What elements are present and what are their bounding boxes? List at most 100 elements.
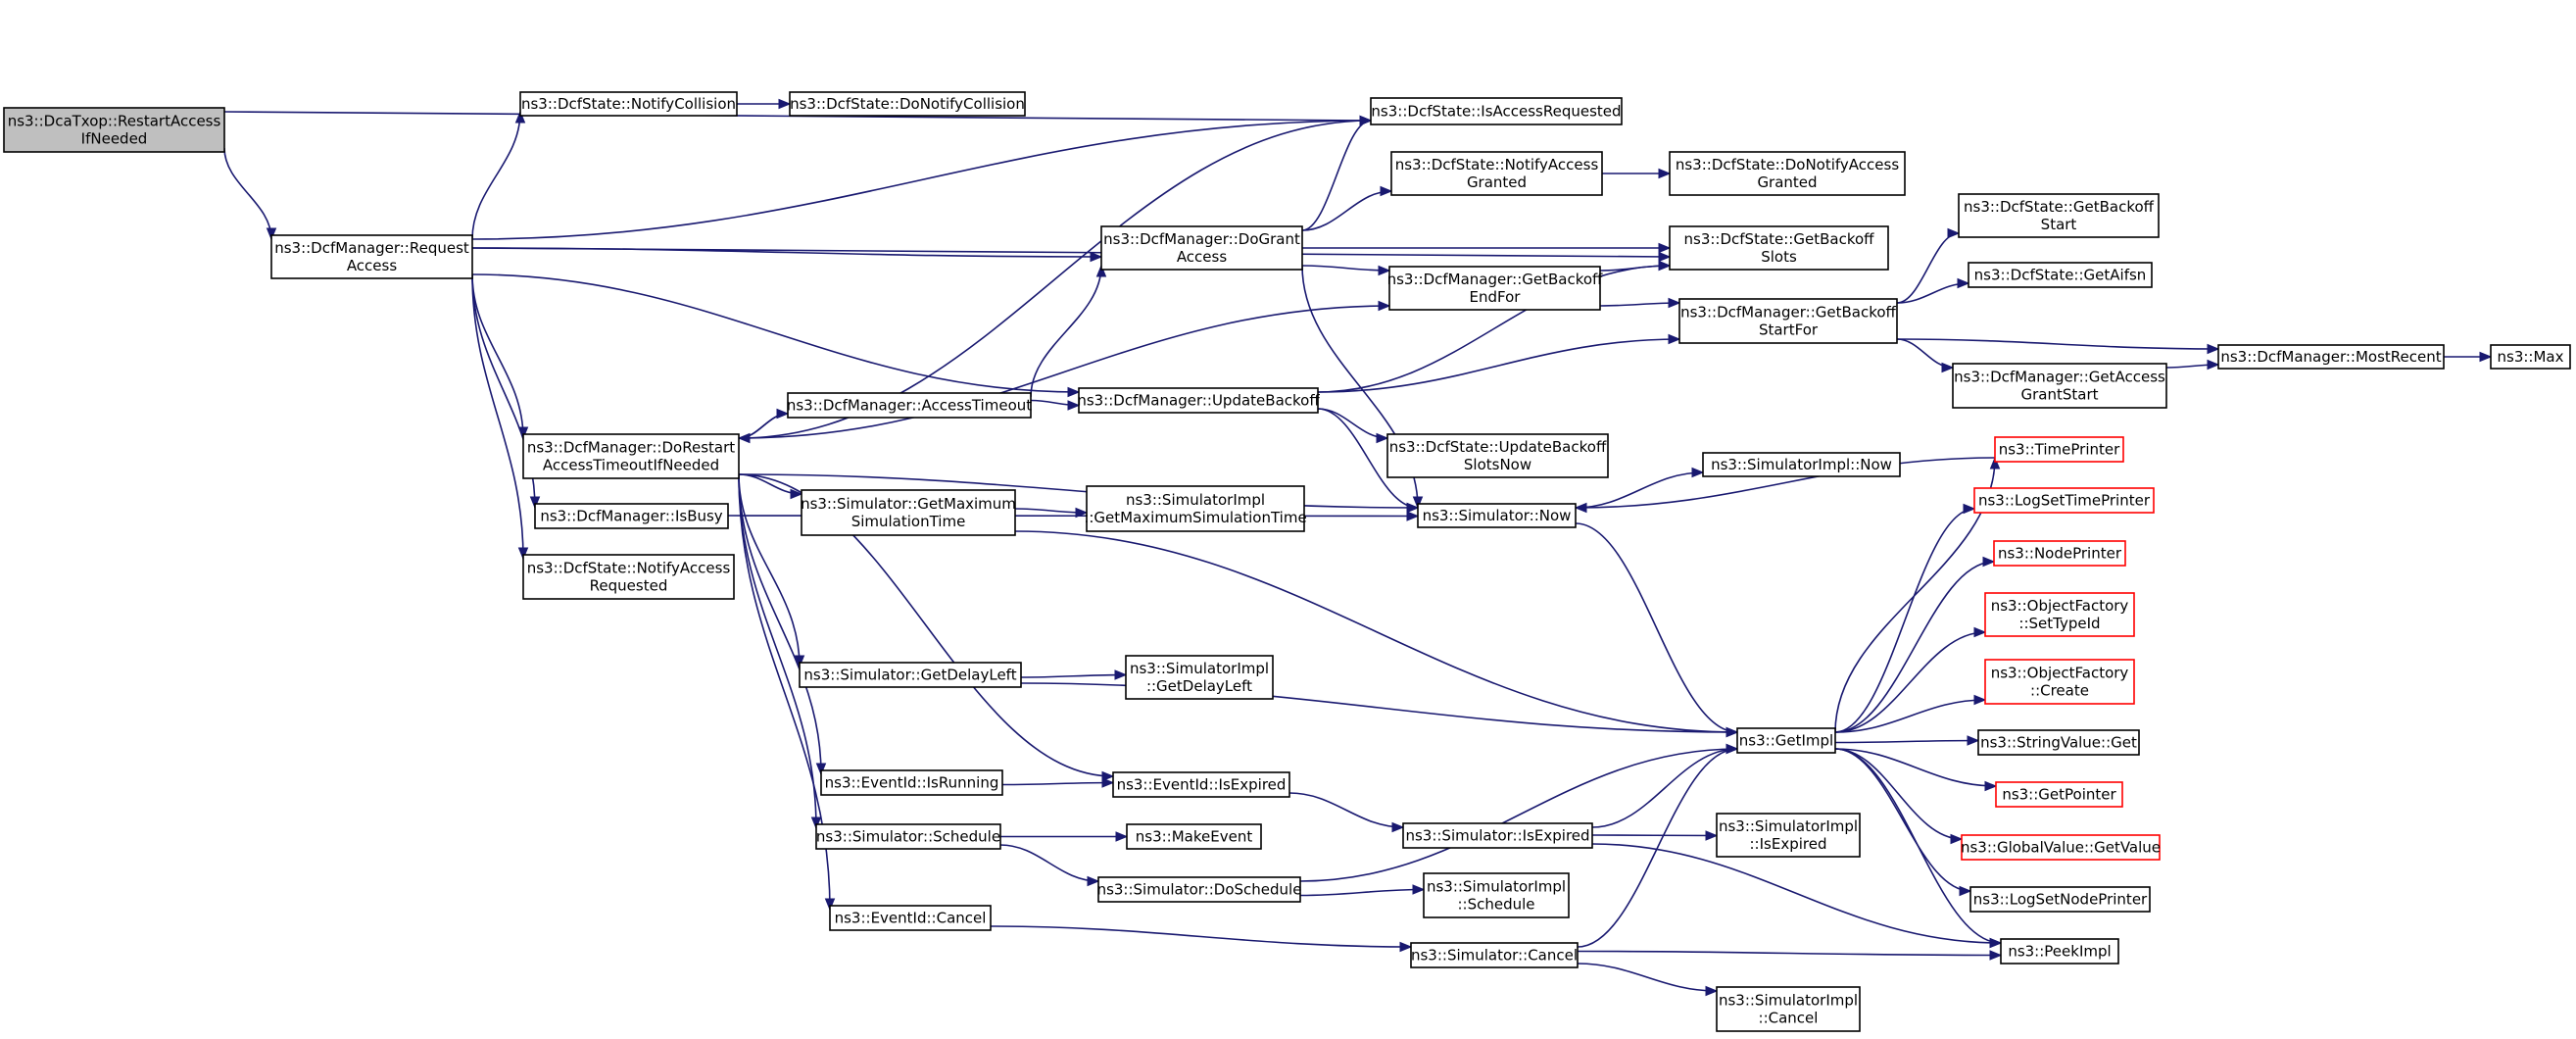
node-log-set-time-printer[interactable]: ns3::LogSetTimePrinter <box>1973 487 2155 514</box>
node-box[interactable] <box>1126 823 1262 850</box>
node-box[interactable] <box>522 554 735 600</box>
node-box[interactable] <box>1100 225 1303 271</box>
node-most-recent[interactable]: ns3::DcfManager::MostRecent <box>2217 344 2445 370</box>
node-box[interactable] <box>829 905 992 931</box>
node-is-access-requested[interactable]: ns3::DcfState::IsAccessRequested <box>1370 97 1623 125</box>
node-get-aifsn[interactable]: ns3::DcfState::GetAifsn <box>1968 262 2153 288</box>
node-impl-schedule[interactable]: ns3::SimulatorImpl::Schedule <box>1423 872 1570 918</box>
node-box[interactable] <box>787 392 1032 419</box>
node-event-is-running[interactable]: ns3::EventId::IsRunning <box>820 769 1003 796</box>
node-impl-get-maximum-simulation-time[interactable]: ns3::SimulatorImpl::GetMaximumSimulation… <box>1084 485 1307 532</box>
node-simulator-is-expired[interactable]: ns3::Simulator::IsExpired <box>1402 822 1593 849</box>
node-get-delay-left[interactable]: ns3::Simulator::GetDelayLeft <box>799 662 1022 688</box>
node-box[interactable] <box>519 91 738 117</box>
node-object-factory-create[interactable]: ns3::ObjectFactory::Create <box>1984 659 2135 705</box>
node-simulator-schedule[interactable]: ns3::Simulator::Schedule <box>815 823 1001 850</box>
node-box[interactable] <box>1716 813 1861 858</box>
node-box[interactable] <box>801 489 1016 536</box>
node-time-printer[interactable]: ns3::TimePrinter <box>1994 436 2124 463</box>
node-box[interactable] <box>1977 729 2140 756</box>
node-update-backoff[interactable]: ns3::DcfManager::UpdateBackoff <box>1077 387 1320 414</box>
node-impl-get-delay-left[interactable]: ns3::SimulatorImpl::GetDelayLeft <box>1125 655 1274 700</box>
node-do-schedule[interactable]: ns3::Simulator::DoSchedule <box>1097 876 1302 903</box>
node-box[interactable] <box>789 91 1026 117</box>
node-global-value-get-value[interactable]: ns3::GlobalValue::GetValue <box>1961 834 2161 861</box>
node-box[interactable] <box>1086 485 1305 532</box>
node-box[interactable] <box>1112 771 1290 798</box>
node-get-impl[interactable]: ns3::GetImpl <box>1736 727 1836 754</box>
node-do-notify-collision[interactable]: ns3::DcfState::DoNotifyCollision <box>789 91 1026 117</box>
node-box[interactable] <box>522 433 740 479</box>
node-get-maximum-simulation-time[interactable]: ns3::Simulator::GetMaximumSimulationTime <box>801 489 1016 536</box>
node-box[interactable] <box>1702 452 1901 477</box>
node-impl-cancel[interactable]: ns3::SimulatorImpl::Cancel <box>1716 986 1861 1032</box>
node-box[interactable] <box>1125 655 1274 700</box>
node-impl-is-expired[interactable]: ns3::SimulatorImpl::IsExpired <box>1716 813 1861 858</box>
node-box[interactable] <box>1984 592 2135 637</box>
node-box[interactable] <box>799 662 1022 688</box>
node-get-pointer[interactable]: ns3::GetPointer <box>1995 781 2123 808</box>
node-box[interactable] <box>1984 659 2135 705</box>
node-make-event[interactable]: ns3::MakeEvent <box>1126 823 1262 850</box>
node-box[interactable] <box>1370 97 1623 125</box>
node-string-value-get[interactable]: ns3::StringValue::Get <box>1977 729 2140 756</box>
node-box[interactable] <box>1969 886 2151 913</box>
node-do-restart[interactable]: ns3::DcfManager::DoRestartAccessTimeoutI… <box>522 433 740 479</box>
node-box[interactable] <box>1995 781 2123 808</box>
node-simulator-now[interactable]: ns3::Simulator::Now <box>1417 503 1577 528</box>
node-node-printer[interactable]: ns3::NodePrinter <box>1993 540 2126 567</box>
node-is-busy[interactable]: ns3::DcfManager::IsBusy <box>534 503 729 529</box>
node-box[interactable] <box>1417 503 1577 528</box>
node-box[interactable] <box>1078 387 1319 414</box>
node-box[interactable] <box>534 503 729 529</box>
node-box[interactable] <box>270 234 473 279</box>
node-box[interactable] <box>2490 344 2571 370</box>
node-box[interactable] <box>1958 193 2160 238</box>
node-box[interactable] <box>1736 727 1836 754</box>
node-box[interactable] <box>1669 225 1889 271</box>
node-box[interactable] <box>2000 938 2119 965</box>
node-box[interactable] <box>1961 834 2161 861</box>
node-notify-collision[interactable]: ns3::DcfState::NotifyCollision <box>519 91 738 117</box>
node-access-timeout[interactable]: ns3::DcfManager::AccessTimeout <box>787 392 1032 419</box>
node-box[interactable] <box>1386 433 1609 478</box>
node-box[interactable] <box>1952 363 2167 409</box>
node-box[interactable] <box>815 823 1001 850</box>
node-box[interactable] <box>2217 344 2445 370</box>
node-event-is-expired[interactable]: ns3::EventId::IsExpired <box>1112 771 1290 798</box>
node-box[interactable] <box>1402 822 1593 849</box>
node-box[interactable] <box>1423 872 1570 918</box>
node-box[interactable] <box>1993 540 2126 567</box>
node-simulator-cancel[interactable]: ns3::Simulator::Cancel <box>1410 942 1579 968</box>
node-box[interactable] <box>3 107 225 153</box>
node-box[interactable] <box>1968 262 2153 288</box>
node-box[interactable] <box>1669 151 1906 196</box>
node-box[interactable] <box>1973 487 2155 514</box>
node-box[interactable] <box>1097 876 1301 903</box>
node-log-set-node-printer[interactable]: ns3::LogSetNodePrinter <box>1969 886 2151 913</box>
node-box[interactable] <box>820 769 1003 796</box>
node-max[interactable]: ns3::Max <box>2490 344 2571 370</box>
node-box[interactable] <box>1388 266 1601 311</box>
node-box[interactable] <box>1678 298 1898 344</box>
node-box[interactable] <box>1994 436 2124 463</box>
node-event-cancel[interactable]: ns3::EventId::Cancel <box>829 905 992 931</box>
node-peek-impl[interactable]: ns3::PeekImpl <box>2000 938 2119 965</box>
node-object-factory-set-type-id[interactable]: ns3::ObjectFactory::SetTypeId <box>1984 592 2135 637</box>
node-box[interactable] <box>1390 151 1603 196</box>
node-box[interactable] <box>1410 942 1579 968</box>
node-box[interactable] <box>1716 986 1861 1032</box>
node-simulator-impl-now[interactable]: ns3::SimulatorImpl::Now <box>1702 452 1901 477</box>
